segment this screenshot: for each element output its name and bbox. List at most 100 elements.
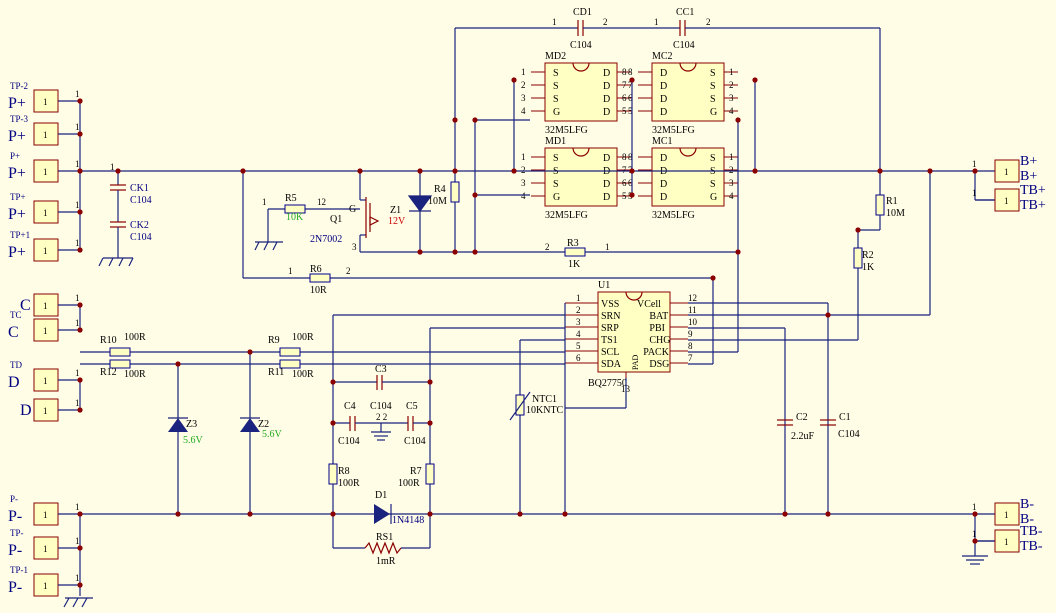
mosfet-pin-name: D bbox=[603, 68, 610, 79]
c5-value: C104 bbox=[404, 436, 426, 447]
connector-pin: 1 bbox=[43, 581, 48, 591]
ic-pad-label: PAD bbox=[631, 355, 640, 370]
connector-id: TP-2 bbox=[10, 81, 28, 91]
ic-pin-number: 2 bbox=[576, 305, 581, 315]
right-wiring bbox=[962, 171, 995, 565]
connector-id: TP- bbox=[10, 528, 24, 538]
connector-pin: 1 bbox=[43, 406, 48, 416]
r12-ref: R12 bbox=[100, 367, 117, 378]
r7-ref: R7 bbox=[410, 466, 422, 477]
junction-dots bbox=[77, 77, 978, 588]
connector-name: P+ bbox=[8, 95, 26, 112]
mosfet-pin-name: D bbox=[660, 107, 667, 118]
connector-name: C bbox=[8, 324, 19, 341]
connector-id: TC bbox=[10, 310, 22, 320]
mosfet-pin-number: 1 bbox=[521, 67, 526, 77]
series-resistors: R10 100R R12 100R R9 100R R11 100R bbox=[100, 332, 314, 380]
connector-id: TP+1 bbox=[10, 230, 30, 240]
pin-number: 3 bbox=[352, 242, 357, 252]
mosfet-ref: MD1 bbox=[545, 136, 566, 147]
r6-value: 10R bbox=[310, 285, 327, 296]
mosfet-pin-number: 5 bbox=[628, 106, 633, 116]
pin-number: 2 2 bbox=[376, 412, 387, 422]
ic-pin-name: TS1 bbox=[601, 335, 618, 346]
mosfet-pin-name: G bbox=[710, 192, 717, 203]
mosfet-pin-number: 2 bbox=[729, 165, 734, 175]
r2-value: 1K bbox=[862, 262, 875, 273]
mosfet-pin-number: 8 bbox=[628, 67, 633, 77]
ic-pin-number: 9 bbox=[688, 329, 693, 339]
capacitor-c1: C1 C104 bbox=[820, 412, 860, 440]
r12-value: 100R bbox=[124, 369, 146, 380]
resistor-r11 bbox=[279, 359, 301, 369]
mosfet-pin-number: 6 bbox=[628, 178, 633, 188]
rs1-ref: RS1 bbox=[376, 532, 393, 543]
resistor-r10 bbox=[109, 347, 131, 357]
connector-c: 11C bbox=[20, 293, 80, 317]
connector-id: TD bbox=[10, 360, 22, 370]
mosfet-value: 32M5LFG bbox=[545, 210, 588, 221]
c1-ref: C1 bbox=[839, 412, 851, 423]
mosfet-pin-name: G bbox=[553, 107, 560, 118]
r8-ref: R8 bbox=[338, 466, 350, 477]
r3-ref: R3 bbox=[567, 238, 579, 249]
q1-value: 2N7002 bbox=[310, 234, 342, 245]
connector-pin-number: 1 bbox=[972, 529, 977, 539]
ck2-ref: CK2 bbox=[130, 220, 149, 231]
mosfet-pin-number: 2 bbox=[729, 80, 734, 90]
ic-pin-number: 3 bbox=[576, 317, 581, 327]
mosfet-value: 32M5LFG bbox=[652, 125, 695, 136]
mosfet-wiring bbox=[455, 80, 975, 252]
ground-symbol-q1 bbox=[254, 209, 283, 251]
r4-value: 10M bbox=[428, 196, 447, 207]
c2-value: 2.2uF bbox=[791, 431, 815, 442]
mosfet-pin-name: D bbox=[603, 179, 610, 190]
pin-number: 1 bbox=[654, 17, 659, 27]
c3-c4-c5-cluster: C3 C104 C4 C104 C5 C104 2 2 R8 100R R7 1… bbox=[328, 364, 435, 567]
mosfet-pin-name: D bbox=[603, 107, 610, 118]
connector-pin: 1 bbox=[43, 167, 48, 177]
ground-symbol-left-top bbox=[98, 240, 134, 267]
connector-pin-number: 1 bbox=[75, 200, 80, 210]
pin-number: 1 bbox=[605, 242, 610, 252]
connector-pin: 1 bbox=[43, 130, 48, 140]
mosfet-pin-number: 6 bbox=[628, 93, 633, 103]
c5-ref: C5 bbox=[406, 401, 418, 412]
mosfet-pin-name: G bbox=[553, 192, 560, 203]
ic-pin-number: 11 bbox=[688, 305, 697, 315]
mosfet-pin-name: G bbox=[710, 107, 717, 118]
mosfet-pin-number: 7 bbox=[622, 80, 627, 90]
r10-ref: R10 bbox=[100, 335, 117, 346]
connector-name: P+ bbox=[8, 128, 26, 145]
r9-value: 100R bbox=[292, 332, 314, 343]
z1-ref: Z1 bbox=[390, 205, 401, 216]
connector-pin-number: 1 bbox=[75, 502, 80, 512]
connector-name: TB+ bbox=[1020, 198, 1046, 213]
connector-pin: 1 bbox=[43, 326, 48, 336]
mosfet-pin-number: 3 bbox=[521, 93, 526, 103]
connector-pin-number: 1 bbox=[972, 188, 977, 198]
connector-pin-number: 1 bbox=[75, 536, 80, 546]
r11-value: 100R bbox=[292, 369, 314, 380]
ic-pin-name: PACK bbox=[643, 347, 670, 358]
connector-pin-number: 1 bbox=[75, 122, 80, 132]
connector-pin: 1 bbox=[43, 246, 48, 256]
ic-pin-number: 6 bbox=[576, 353, 581, 363]
thermistor-ntc1: NTC1 10KNTC bbox=[509, 391, 564, 421]
z2-ref: Z2 bbox=[258, 419, 269, 430]
ic-ref: U1 bbox=[598, 280, 610, 291]
connector-pin: 1 bbox=[43, 544, 48, 554]
ic-pin-name: VSS bbox=[601, 299, 619, 310]
connector-pin: 1 bbox=[43, 208, 48, 218]
resistor-r4 bbox=[450, 181, 460, 203]
pin-number: 12 bbox=[317, 197, 326, 207]
mosfet-pin-name: D bbox=[660, 179, 667, 190]
